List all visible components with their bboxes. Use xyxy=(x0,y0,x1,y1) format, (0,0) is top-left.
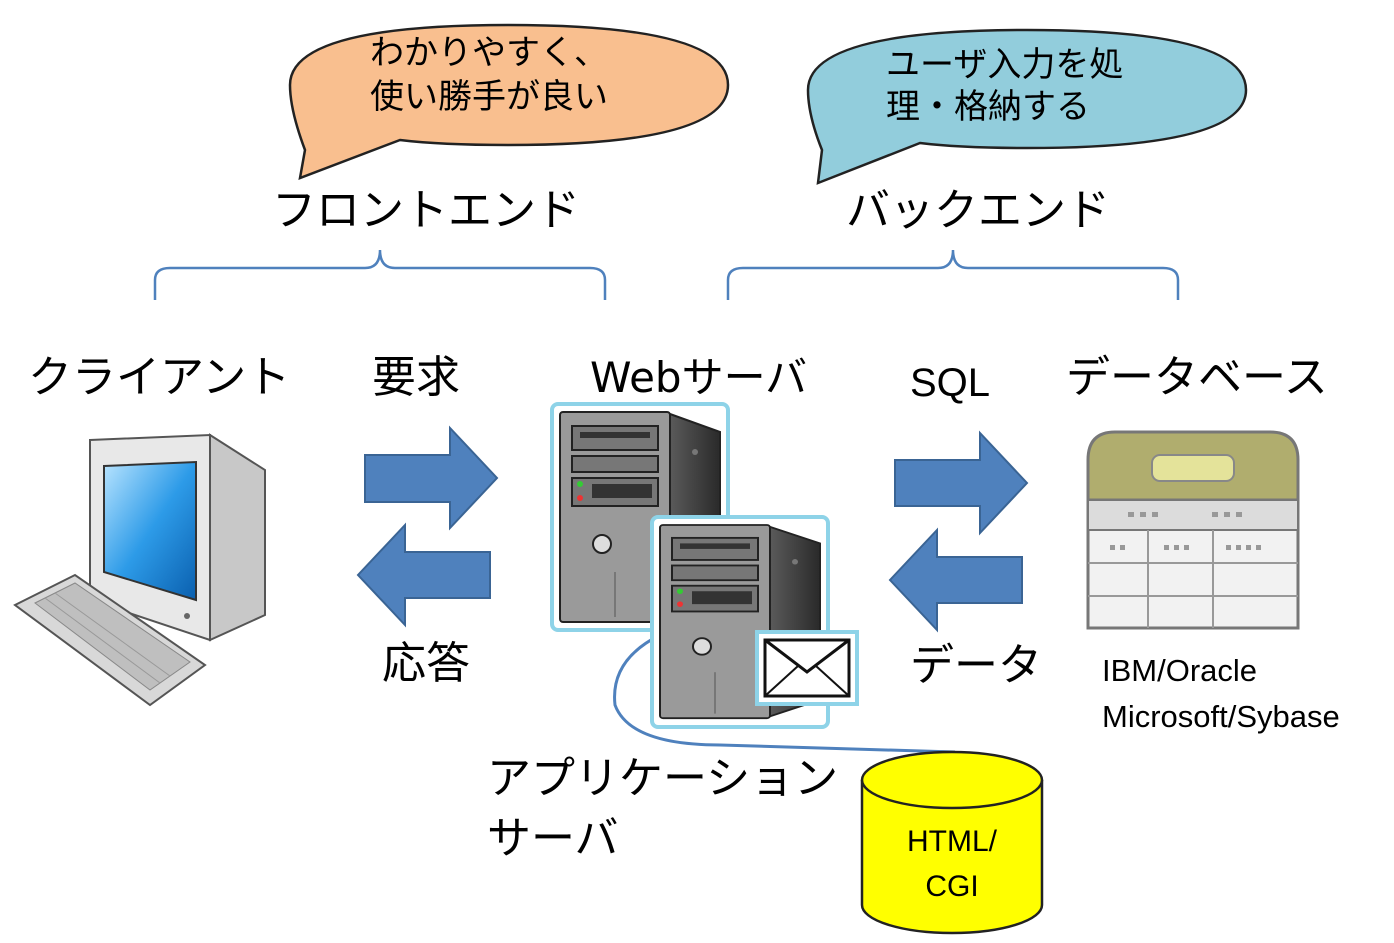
back-speech-bubble: ユーザ入力を処 理・格納する xyxy=(806,28,1248,185)
envelope-icon xyxy=(755,630,859,706)
cylinder-storage-icon: HTML/ CGI xyxy=(860,750,1044,935)
db-vendors-line2: Microsoft/Sybase xyxy=(1102,699,1340,734)
storage-connector xyxy=(613,633,956,754)
request-arrow xyxy=(364,425,499,531)
database-table-icon xyxy=(1086,430,1300,630)
back-bubble-line1: ユーザ入力を処 xyxy=(886,45,1123,85)
data-arrow xyxy=(888,527,1023,633)
front-speech-bubble: わかりやすく、 使い勝手が良い xyxy=(288,23,730,180)
desktop-computer-icon xyxy=(13,433,266,707)
request-label: 要求 xyxy=(372,352,460,403)
data-label: データ xyxy=(910,640,1042,691)
backend-label: バックエンド xyxy=(846,185,1110,236)
back-bubble-line2: 理・格納する xyxy=(886,87,1090,127)
frontend-brace xyxy=(153,249,607,300)
html-cgi-line1: HTML/ xyxy=(907,825,998,858)
sql-label: SQL xyxy=(910,361,990,405)
front-bubble-line2: 使い勝手が良い xyxy=(370,77,608,117)
html-cgi-line2: CGI xyxy=(925,870,978,903)
database-label: データベース xyxy=(1066,352,1328,403)
sql-arrow xyxy=(894,430,1029,536)
response-label: 応答 xyxy=(382,638,470,689)
backend-brace xyxy=(726,249,1180,300)
app-server-label-line1: アプリケーション xyxy=(487,753,838,804)
frontend-label: フロントエンド xyxy=(272,185,580,236)
app-server-label-line2: サーバ xyxy=(487,813,619,864)
response-arrow xyxy=(356,522,491,628)
client-label: クライアント xyxy=(28,352,290,403)
front-bubble-line1: わかりやすく、 xyxy=(370,33,608,73)
web-server-label: Webサーバ xyxy=(590,353,807,402)
db-vendors-line1: IBM/Oracle xyxy=(1102,653,1257,688)
